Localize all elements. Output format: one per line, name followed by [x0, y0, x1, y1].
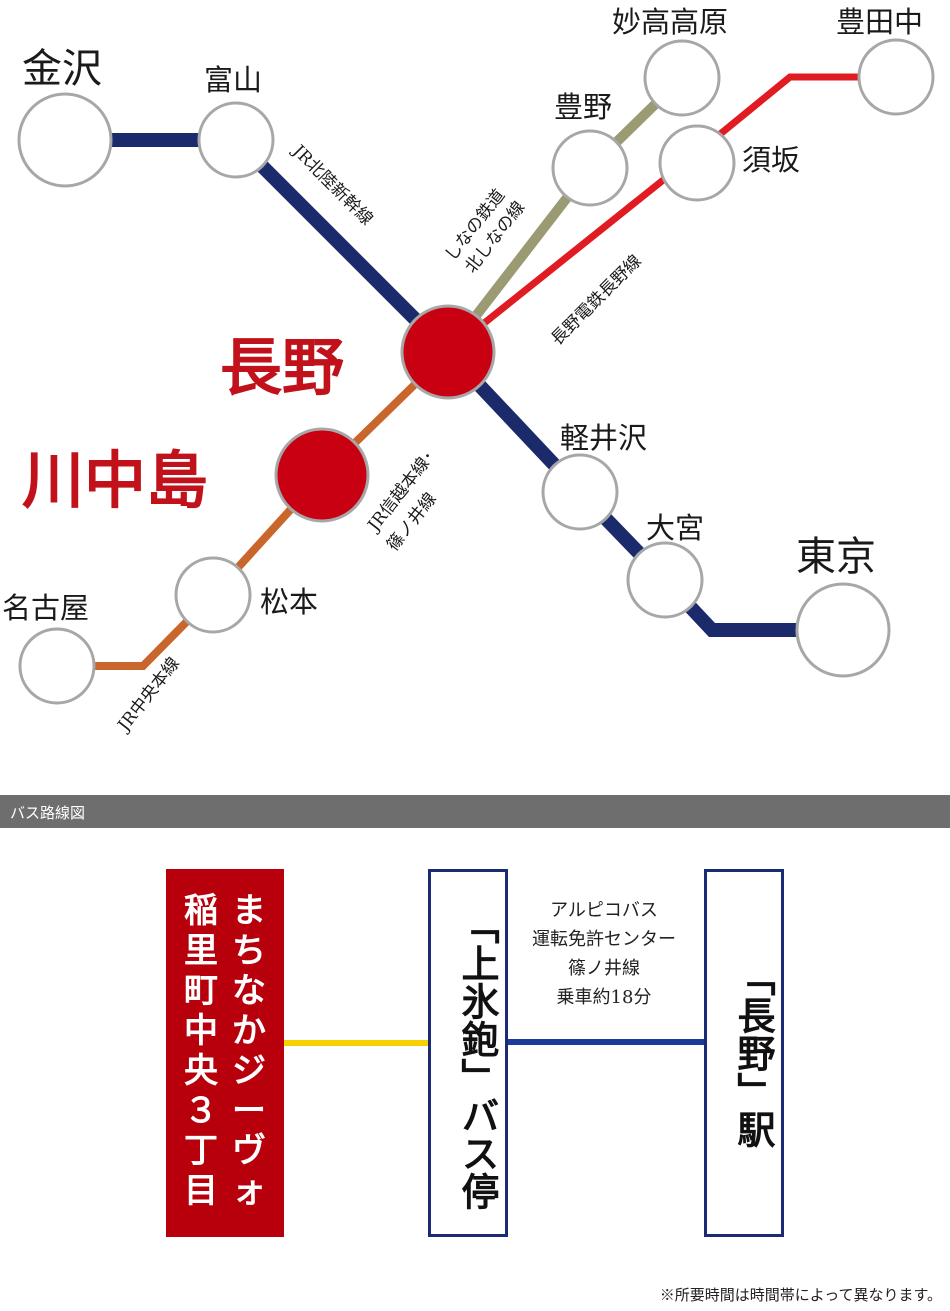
- label-myokokogen: 妙高高原: [612, 5, 728, 39]
- label-kawanakajima: 川中島: [22, 444, 208, 517]
- label-matsumoto: 松本: [260, 585, 318, 619]
- destination-name: 「長野」駅: [731, 958, 775, 1148]
- label-karuizawa: 軽井沢: [560, 421, 647, 455]
- bus-route-info: アルピコバス 運転免許センター 篠ノ井線 乗車約18分: [506, 896, 702, 1012]
- bus-stop-name: 「上氷鉋」バス停: [455, 906, 499, 1210]
- label-toyama: 富山: [204, 63, 262, 97]
- bus-stop-box[interactable]: 「上氷鉋」バス停: [428, 869, 508, 1237]
- station-toyotanaka[interactable]: [857, 38, 935, 116]
- label-nagoya: 名古屋: [2, 591, 89, 625]
- station-suzaka[interactable]: [658, 124, 736, 202]
- label-toyotanaka: 豊田中: [836, 5, 923, 39]
- origin-col-1: まちなかジーヴォ: [232, 891, 266, 1211]
- label-kanazawa: 金沢: [22, 46, 102, 92]
- route-line-4: 乗車約18分: [556, 987, 652, 1008]
- label-omiya: 大宮: [646, 511, 704, 545]
- station-tokyo[interactable]: [795, 582, 891, 678]
- label-toyono: 豊野: [554, 90, 612, 124]
- nagano-station-box[interactable]: 「長野」駅: [704, 869, 784, 1237]
- station-nagoya[interactable]: [18, 627, 96, 705]
- label-nagano: 長野: [220, 331, 344, 404]
- route-line-2: 運転免許センター: [532, 929, 676, 950]
- origin-box[interactable]: まちなかジーヴォ 稲里町中央３丁目: [166, 869, 284, 1237]
- route-line-3: 篠ノ井線: [568, 958, 640, 979]
- station-toyama[interactable]: [197, 101, 275, 179]
- station-nagano[interactable]: [400, 304, 496, 400]
- station-matsumoto[interactable]: [174, 556, 252, 634]
- label-suzaka: 須坂: [742, 143, 800, 177]
- station-karuizawa[interactable]: [541, 453, 619, 531]
- walk-connector: [284, 1040, 429, 1046]
- rail-network-map: 金沢 富山 妙高高原 豊野 豊田中 須坂 軽井沢 大宮 東京 松本 名古屋 長野…: [2, 5, 935, 737]
- origin-col-2: 稲里町中央３丁目: [184, 891, 218, 1211]
- station-kawanakajima[interactable]: [274, 427, 370, 523]
- nagano-dentetsu-line: [445, 73, 896, 355]
- label-line-hokuriku: JR北陸新幹線: [287, 139, 377, 229]
- station-omiya[interactable]: [626, 541, 704, 619]
- route-line-1: アルピコバス: [550, 900, 658, 921]
- station-toyono[interactable]: [551, 129, 629, 207]
- footnote: ※所要時間は時間帯によって異なります。: [659, 1286, 942, 1304]
- bus-route-header: バス路線図: [0, 795, 950, 828]
- station-kanazawa[interactable]: [17, 92, 113, 188]
- label-line-dentetsu: 長野電鉄長野線: [547, 251, 645, 349]
- station-myokokogen[interactable]: [643, 39, 721, 117]
- bus-route-title: バス路線図: [10, 804, 86, 822]
- label-tokyo: 東京: [796, 534, 876, 580]
- bus-connector: [508, 1039, 706, 1045]
